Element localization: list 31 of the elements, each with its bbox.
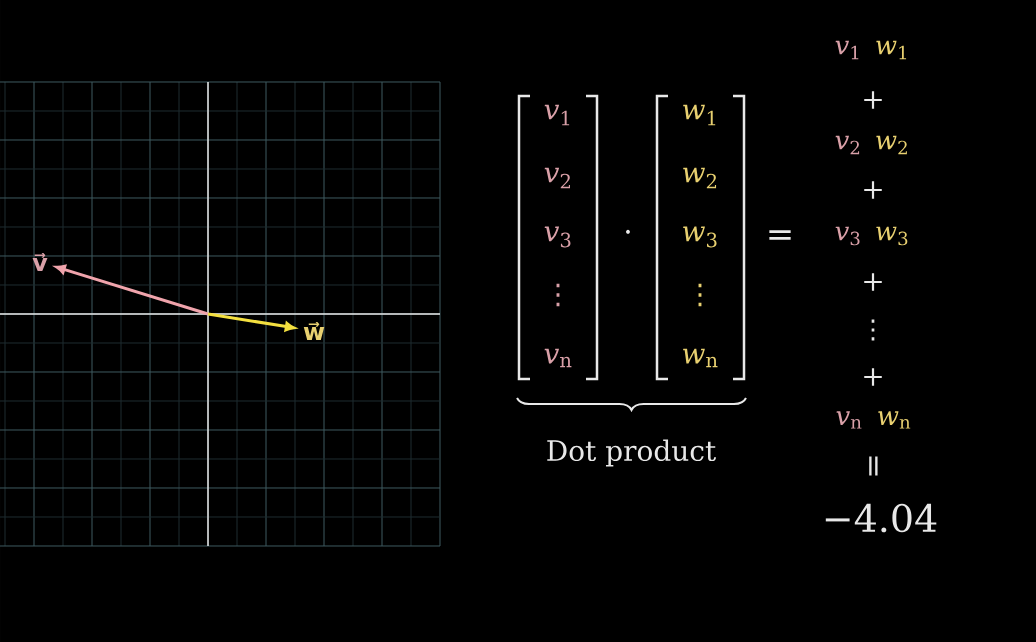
result-value: −4.04	[825, 503, 937, 533]
sum-term: v$_{2}$	[835, 135, 860, 155]
matrix-entry: w$_{2}$	[683, 167, 717, 189]
plus-sign: +	[864, 273, 882, 291]
plus-sign: +	[864, 181, 882, 199]
sum-term: w$_{1}$	[876, 40, 907, 60]
equals-sign: =	[869, 456, 878, 476]
vector-arrow	[55, 264, 209, 316]
matrix-entry: v$_{1}$	[544, 104, 570, 126]
sum-term: w$_{2}$	[876, 135, 907, 155]
sum-term: v$_{3}$	[835, 226, 860, 246]
sum-term: v$_{n}$	[836, 411, 862, 429]
dot-operator: ·	[626, 229, 630, 234]
sum-term: v$_{1}$	[835, 40, 859, 60]
vertical-dots: ⋮	[871, 319, 875, 341]
sum-term: w$_{3}$	[876, 226, 908, 246]
plus-sign: +	[864, 368, 882, 386]
matrix-entry: v$_{2}$	[544, 167, 570, 189]
plus-sign: +	[864, 91, 882, 109]
vector-label: w⃗	[303, 321, 325, 341]
vector-label: v⃗	[32, 252, 48, 272]
sum-term: w$_{n}$	[878, 411, 911, 429]
matrix-entry: w$_{3}$	[683, 226, 717, 248]
matrix-entry: w$_{n}$	[683, 348, 718, 368]
matrix-entry: v$_{n}$	[544, 348, 572, 368]
dot-product-label: Dot product	[547, 439, 716, 467]
matrix-entry: v$_{3}$	[544, 226, 571, 248]
vertical-dots: ⋮	[556, 283, 560, 307]
equals-sign: =	[769, 230, 791, 240]
vertical-dots: ⋮	[698, 283, 702, 307]
matrix-entry: w$_{1}$	[683, 104, 716, 126]
